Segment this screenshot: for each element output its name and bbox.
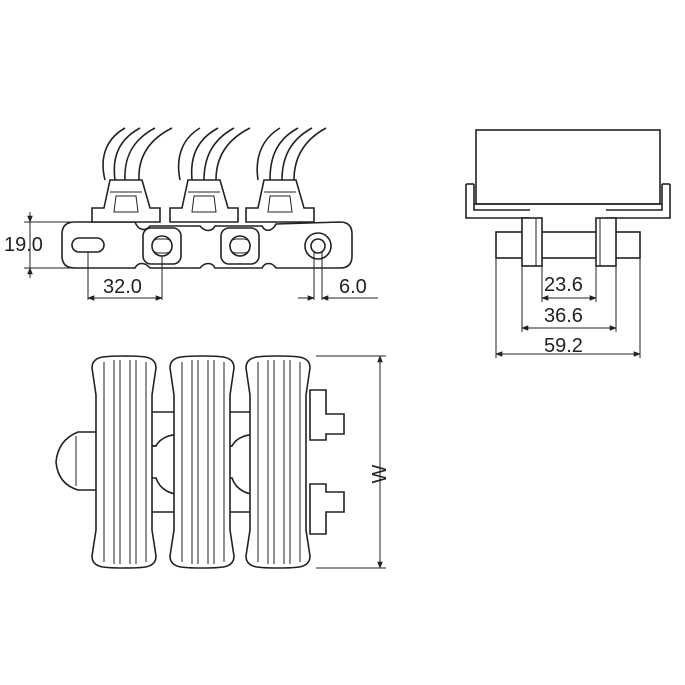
side-view-module-2 <box>169 179 239 223</box>
end-view-left-flange <box>465 184 530 219</box>
dimension-width: W <box>316 355 391 569</box>
end-view-hub <box>495 231 641 259</box>
end-view: 23.6 36.6 59.2 <box>465 129 671 358</box>
dimension-inner-width: 23.6 <box>541 266 597 302</box>
dimension-pitch-label: 32.0 <box>103 276 142 298</box>
side-view-fingers <box>102 127 327 181</box>
dimension-height-label: 19.0 <box>4 234 43 256</box>
side-view-pin-3 <box>304 232 332 260</box>
end-view-right-flange <box>606 184 671 219</box>
side-view-module-3 <box>245 179 315 223</box>
top-view: W <box>55 355 391 569</box>
end-view-left-post <box>521 217 543 267</box>
top-view-module-3 <box>245 355 311 569</box>
side-view: 19.0 32.0 6.0 <box>4 127 378 301</box>
top-view-nose <box>55 431 99 491</box>
dimension-width-label: W <box>369 464 391 483</box>
end-view-right-post <box>595 217 617 267</box>
side-view-base-plate <box>61 221 353 269</box>
dimension-pin-label: 6.0 <box>339 276 367 298</box>
dimension-outer-width: 59.2 <box>495 258 641 358</box>
side-view-pin-2 <box>220 227 260 265</box>
dimension-middle-width-label: 36.6 <box>544 305 583 327</box>
dimension-pitch: 32.0 <box>87 252 163 301</box>
dimension-height: 19.0 <box>4 212 75 278</box>
dimension-middle-width: 36.6 <box>521 266 617 332</box>
dimension-outer-width-label: 59.2 <box>544 335 583 357</box>
dimension-pin: 6.0 <box>298 252 378 301</box>
dimension-inner-width-label: 23.6 <box>544 274 583 296</box>
end-view-top-block <box>475 129 661 205</box>
side-view-module-1 <box>91 179 161 223</box>
top-view-right-lugs <box>309 389 345 535</box>
top-view-module-1 <box>91 355 157 569</box>
top-view-module-2 <box>169 355 235 569</box>
